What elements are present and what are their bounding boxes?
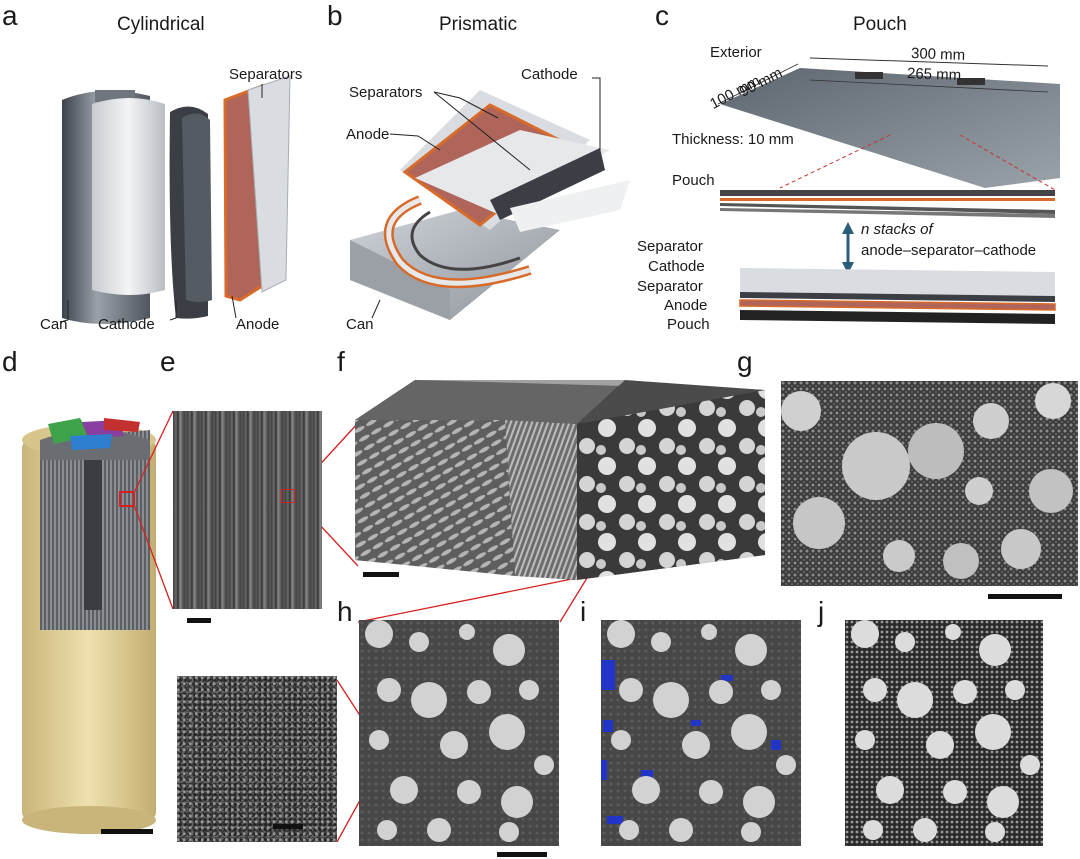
label-c-pouch-bottom: Pouch [667, 316, 710, 333]
label-b-can: Can [346, 316, 374, 333]
cell-tomography-render [22, 418, 156, 834]
panel-label-j: j [818, 596, 825, 627]
label-b-separators: Separators [349, 84, 423, 101]
cross-section-segmented-pores [601, 620, 801, 846]
panel-label-b: b [327, 0, 343, 31]
panel-label-i: i [580, 596, 587, 627]
panel-label-e: e [160, 346, 176, 377]
label-c-anode: Anode [664, 297, 708, 314]
panel-label-h: h [337, 596, 353, 627]
label-c-thickness: Thickness: 10 mm [672, 131, 794, 148]
label-c-n-stacks-2: anode–separator–cathode [861, 242, 1037, 259]
cylindrical-cell-diagram [59, 75, 291, 324]
scale-bar-e2 [273, 824, 303, 829]
panel-b-title: Prismatic [439, 14, 518, 35]
zoom-box-e [281, 489, 295, 503]
scale-bar-e [187, 618, 211, 623]
label-c-cathode: Cathode [648, 258, 705, 275]
label-c-separator-1: Separator [637, 238, 703, 255]
panel-label-d: d [2, 346, 18, 377]
scale-bar-g [988, 594, 1062, 599]
panel-label-f: f [337, 346, 345, 377]
label-a-separators: Separators [229, 66, 303, 83]
prismatic-cell-diagram [350, 77, 630, 320]
scale-bar-h [497, 852, 547, 857]
label-c-exterior: Exterior [710, 44, 762, 61]
label-c-dim-265: 265 mm [906, 65, 962, 84]
cross-section-grayscale [359, 620, 559, 846]
electrode-ct-slice [173, 411, 322, 609]
label-c-pouch-top: Pouch [672, 172, 715, 189]
scale-bar-f [363, 572, 399, 577]
cross-section-carbon-binder [845, 620, 1043, 846]
scale-bar-d [101, 829, 153, 834]
label-b-anode: Anode [346, 126, 390, 143]
panel-label-g: g [737, 346, 753, 377]
label-a-can: Can [40, 316, 68, 333]
electrode-volume-render [355, 380, 765, 580]
label-a-anode: Anode [236, 316, 280, 333]
panel-c-title: Pouch [853, 14, 907, 35]
label-b-cathode: Cathode [521, 66, 578, 83]
panel-label-c: c [655, 0, 669, 31]
panel-label-a: a [2, 0, 18, 31]
label-c-n-stacks-1: n stacks of [861, 221, 933, 238]
panel-a-title: Cylindrical [117, 14, 205, 35]
separator-microstructure [177, 676, 337, 842]
label-a-cathode: Cathode [98, 316, 155, 333]
pouch-cell-diagram [717, 57, 1060, 324]
sem-particle-image [781, 381, 1078, 586]
label-c-separator-2: Separator [637, 278, 703, 295]
label-c-dim-300: 300 mm [910, 45, 966, 64]
